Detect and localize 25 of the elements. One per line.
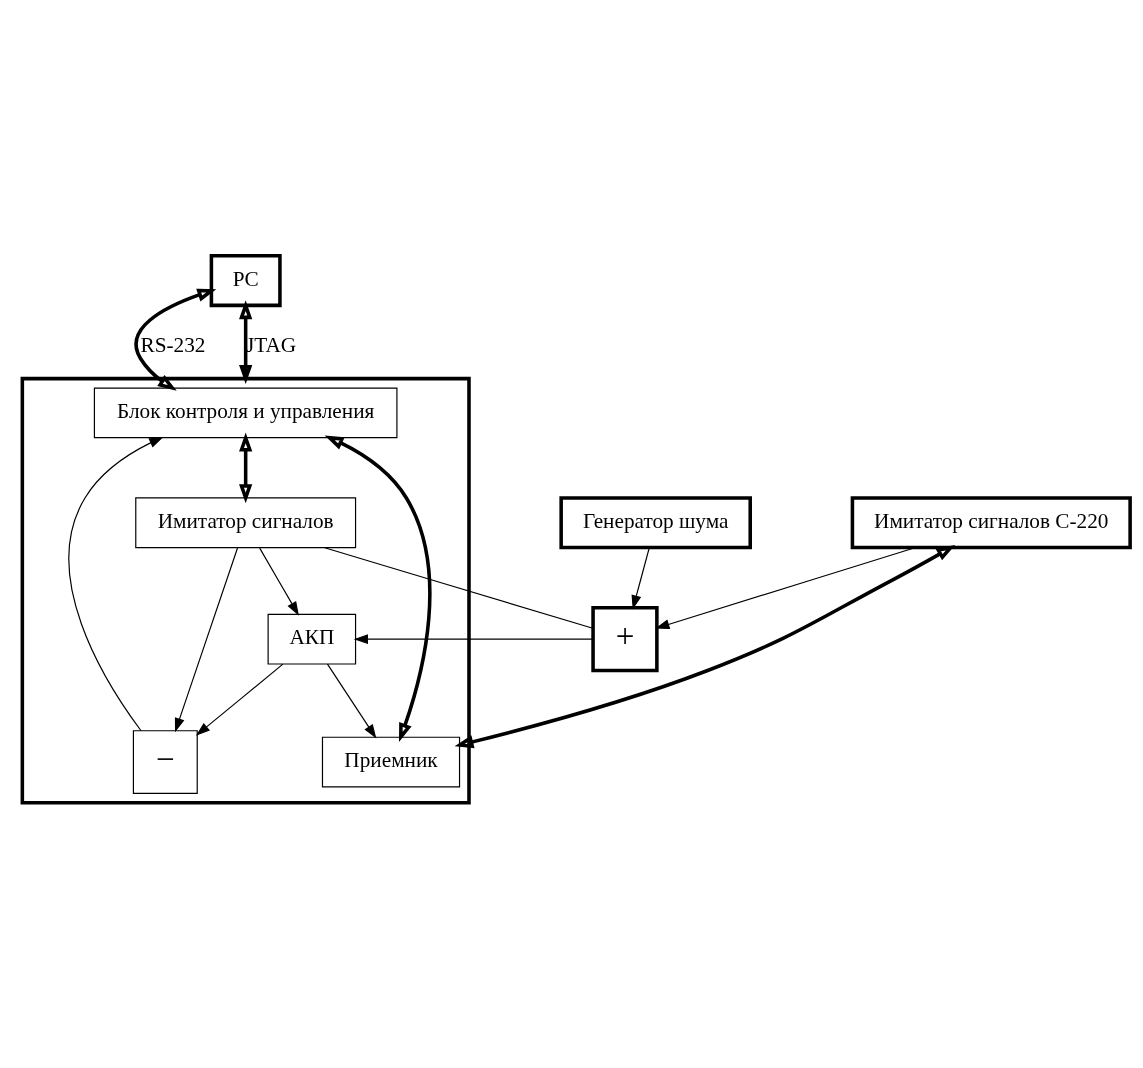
- node-box: Блок контроля и управления: [93, 387, 398, 439]
- arrow: [134, 288, 217, 391]
- node-box: Генератор шума: [559, 496, 752, 550]
- arrow: [655, 547, 916, 630]
- arrow: [326, 663, 377, 739]
- connector: [324, 547, 594, 629]
- arrow: [324, 435, 432, 742]
- arrow: [454, 545, 956, 749]
- arrow: [195, 663, 284, 736]
- edge-label: RS-232: [140, 332, 206, 357]
- arrow: [353, 634, 594, 645]
- node-box: PC: [209, 253, 282, 308]
- arrow: [174, 547, 239, 733]
- node-box: Приемник: [321, 736, 461, 788]
- node-box: Имитатор сигналов С-220: [850, 496, 1132, 550]
- node-box: −: [132, 730, 198, 794]
- node-box: +: [591, 606, 659, 673]
- node-box: Имитатор сигналов: [135, 497, 357, 549]
- arrow: [631, 547, 650, 610]
- arrow: [239, 300, 253, 384]
- arrow: [259, 547, 299, 616]
- node-box: АКП: [267, 613, 357, 665]
- arrow: [68, 436, 164, 732]
- edge-label: JTAG: [245, 332, 297, 357]
- arrow: [239, 432, 253, 504]
